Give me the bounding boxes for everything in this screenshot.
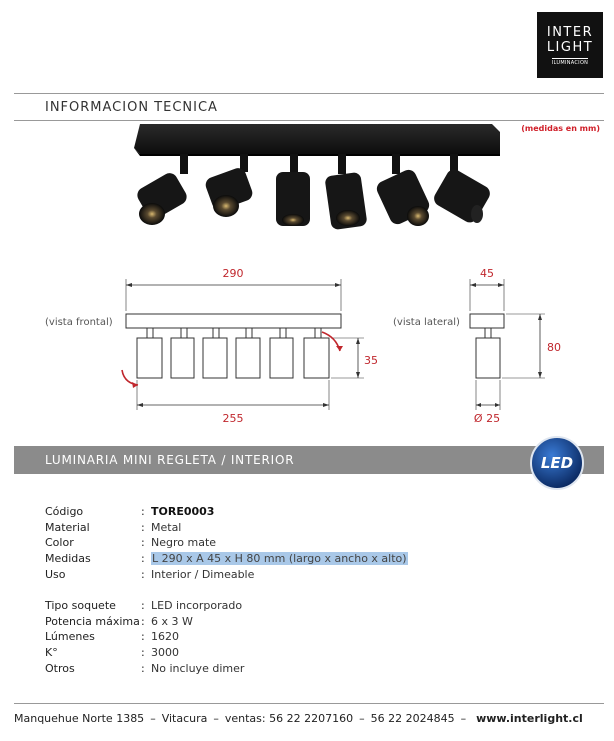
led-badge-text: LED xyxy=(540,454,574,472)
spec-key: Uso xyxy=(45,567,66,581)
dim-length-top: 290 xyxy=(223,267,244,280)
spec-colon: : xyxy=(141,599,145,613)
spec-key: Tipo soquete xyxy=(45,599,116,613)
spec-row-lumenes: Lúmenes:1620 xyxy=(45,629,408,645)
spec-value: Negro mate xyxy=(151,536,217,550)
side-view-label: (vista lateral) xyxy=(393,317,460,328)
footer-dash: – xyxy=(150,712,156,725)
units-note: (medidas en mm) xyxy=(521,124,600,133)
spec-row-tipo-soquete: Tipo soquete: LED incorporado xyxy=(45,598,408,614)
spec-key: K° xyxy=(45,646,58,660)
footer-address: Manquehue Norte 1385 xyxy=(14,712,145,725)
led-badge: LED xyxy=(530,436,584,490)
spec-value: Metal xyxy=(151,520,182,534)
logo-line-3: ILUMINACION xyxy=(551,57,589,66)
footer-divider xyxy=(14,703,604,704)
spot-6 xyxy=(434,154,490,223)
product-banner: LUMINARIA MINI REGLETA / INTERIOR xyxy=(14,446,604,474)
spec-key: Lúmenes xyxy=(45,630,95,644)
spot-5 xyxy=(376,154,430,226)
front-spots xyxy=(136,327,330,379)
spec-colon: : xyxy=(141,614,145,628)
logo-line-1: INTER xyxy=(546,24,594,40)
footer-dash: – xyxy=(213,712,219,725)
spec-row-uso: Uso: Interior / Dimeable xyxy=(45,566,408,582)
spot-3 xyxy=(276,154,310,226)
spec-value: 3000 xyxy=(151,646,179,660)
dim-height: 80 xyxy=(547,341,561,354)
dim-length-bottom: 255 xyxy=(223,412,244,425)
spec-colon: : xyxy=(141,646,145,660)
footer-website-link[interactable]: www.interlight.cl xyxy=(476,712,583,725)
footer-phone-2: 56 22 2024845 xyxy=(370,712,455,725)
spot-4 xyxy=(325,154,367,230)
spec-key: Código xyxy=(45,505,84,519)
spec-row-color: Color: Negro mate xyxy=(45,535,408,551)
track-bar xyxy=(134,124,500,154)
spec-value: 1620 xyxy=(151,630,179,644)
spec-value: 6 x 3 W xyxy=(151,614,193,628)
spec-row-material: Material: Metal xyxy=(45,520,408,536)
section-divider xyxy=(14,120,604,121)
spec-key: Otros xyxy=(45,661,75,675)
spec-colon: : xyxy=(141,661,145,675)
top-divider xyxy=(14,93,604,94)
spot-1 xyxy=(137,154,188,225)
spec-colon: : xyxy=(141,505,145,519)
spec-key: Color xyxy=(45,536,74,550)
front-view-label: (vista frontal) xyxy=(45,317,113,328)
spec-key: Potencia máxima xyxy=(45,614,140,628)
spec-colon: : xyxy=(141,567,145,581)
dim-spot-height: 35 xyxy=(364,354,378,367)
spec-row-potencia: Potencia máxima:6 x 3 W xyxy=(45,614,408,630)
spec-colon: : xyxy=(141,630,145,644)
spec-key: Medidas xyxy=(45,552,91,566)
spec-colon: : xyxy=(141,536,145,550)
dimension-drawing: (vista frontal) 290 255 35 (vista latera… xyxy=(45,267,561,425)
spot-2 xyxy=(205,154,253,217)
banner-title: LUMINARIA MINI REGLETA / INTERIOR xyxy=(45,453,295,467)
spec-value: TORE0003 xyxy=(151,505,215,519)
spec-colon: : xyxy=(141,520,145,534)
spec-colon: : xyxy=(141,552,145,566)
brand-logo: INTER LIGHT ILUMINACION xyxy=(537,12,603,78)
dim-width: 45 xyxy=(480,267,494,280)
spec-row-medidas: Medidas: L 290 x A 45 x H 80 mm (largo x … xyxy=(45,551,408,567)
dim-diameter: Ø 25 xyxy=(474,412,500,425)
spec-list: Código: TORE0003 Material: Metal Color: Neg… xyxy=(45,504,408,676)
footer: Manquehue Norte 1385 – Vitacura – ventas… xyxy=(14,712,604,725)
footer-dash: – xyxy=(460,712,467,725)
spec-row-kelvin: K°:3000 xyxy=(45,645,408,661)
spec-value: No incluye dimer xyxy=(151,661,245,675)
spec-value-selected[interactable]: L 290 x A 45 x H 80 mm (largo x ancho x … xyxy=(151,552,408,566)
spec-key: Material xyxy=(45,520,90,534)
product-photo xyxy=(134,124,500,230)
footer-sales-phone: ventas: 56 22 2207160 xyxy=(224,712,354,725)
footer-dash: – xyxy=(359,712,365,725)
spec-row-otros: Otros: No incluye dimer xyxy=(45,660,408,676)
section-title: INFORMACION TECNICA xyxy=(45,100,218,115)
spec-row-codigo: Código: TORE0003 xyxy=(45,504,408,520)
footer-district: Vitacura xyxy=(161,712,208,725)
logo-line-2: LIGHT xyxy=(546,39,594,55)
spec-value: Interior / Dimeable xyxy=(151,567,255,581)
spec-value: LED incorporado xyxy=(151,599,243,613)
